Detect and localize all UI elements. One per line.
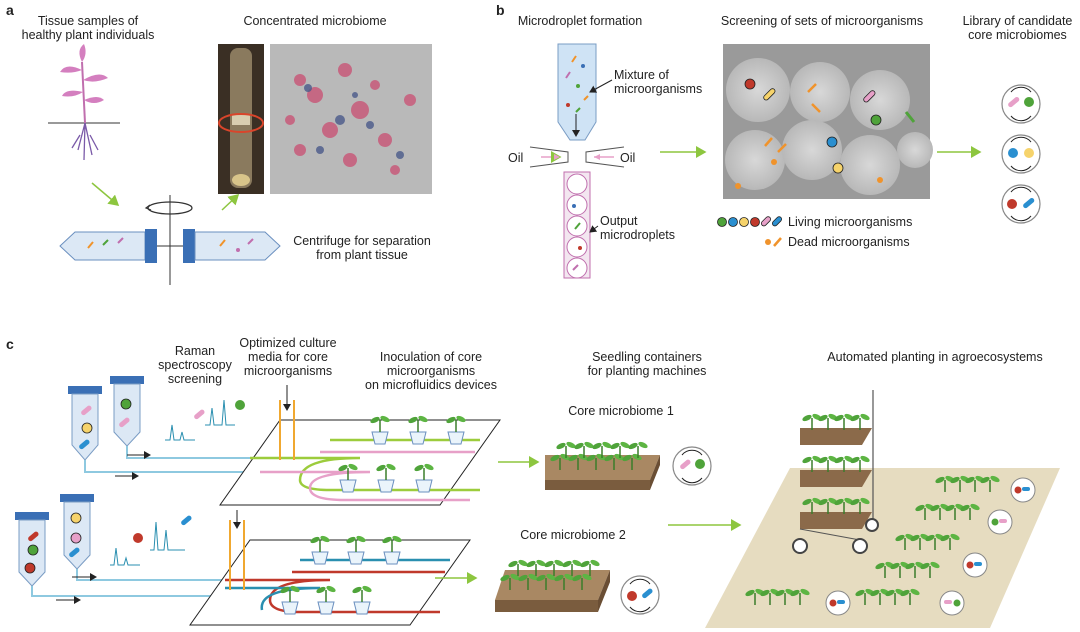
optimized-line3: microorganisms [243,364,333,378]
output-microdroplets-label: Output microdroplets [600,214,675,242]
automated-planting-title: Automated planting in agroecosystems [827,350,1043,364]
library-title-line2: core microbiomes [968,28,1067,42]
tissue-title-line1: Tissue samples of [37,14,139,28]
lower-microfluidics-workflow [15,494,471,626]
inoculation-label: Inoculation of core microorganisms on mi… [356,350,506,392]
mixture-line1: Mixture of [614,68,669,82]
library-title: Library of candidate core microbiomes [955,14,1080,42]
seedling-tray-2 [495,557,660,615]
tissue-samples-title: Tissue samples of healthy plant individu… [18,14,158,42]
centrifuge-illustration [59,195,281,285]
centrifuge-label-line2: from plant tissue [316,248,408,262]
inoculation-line2: microorganisms [386,364,476,378]
core-microbiome-2-label: Core microbiome 2 [520,528,626,542]
optimized-line2: media for core [248,350,328,364]
core-microbiome-library [1001,84,1041,224]
library-title-line1: Library of candidate [962,14,1073,28]
optimized-media-label: Optimized culture media for core microor… [236,336,340,378]
panel-label-a: a [6,2,14,18]
plant-illustration [48,44,120,161]
inoculation-line3: on microfluidics devices [365,378,497,392]
seedling-line2: for planting machines [587,364,707,378]
optimized-line1: Optimized culture [239,336,337,350]
seedling-containers-label: Seedling containers for planting machine… [572,350,722,378]
centrifuge-label-line1: Centrifuge for separation [293,234,431,248]
inoculation-line1: Inoculation of core [379,350,483,364]
seedling-line1: Seedling containers [592,350,702,364]
seedling-tray-1 [545,439,712,490]
panel-label-b: b [496,2,505,18]
mixture-line2: microorganisms [614,82,703,96]
concentrated-microbiome-title: Concentrated microbiome [243,14,387,28]
legend-dead-glyphs [765,237,782,247]
centrifuge-label: Centrifuge for separation from plant tis… [282,234,442,262]
panel-label-c: c [6,336,14,352]
screening-title: Screening of sets of microorganisms [720,14,924,28]
agroecosystem-field [705,390,1060,628]
legend-living-label: Living microorganisms [788,215,913,229]
microfluidic-chip [529,43,625,279]
oil-label-right: Oil [620,151,636,165]
legend-dead-label: Dead microorganisms [788,235,910,249]
microdroplet-formation-title: Microdroplet formation [517,14,643,28]
oil-label-left: Oil [508,151,524,165]
raman-line2: spectroscopy [158,358,232,372]
legend-living-glyphs [717,216,783,227]
tissue-title-line2: healthy plant individuals [21,28,155,42]
upper-microfluidics-workflow [68,376,501,506]
raman-line1: Raman [174,344,216,358]
output-line1: Output [600,214,638,228]
mixture-label: Mixture of microorganisms [614,68,702,96]
raman-line3: screening [167,372,223,386]
core-microbiome-1-label: Core microbiome 1 [568,404,674,418]
droplet-screening-photo [723,44,933,199]
raman-label: Raman spectroscopy screening [155,344,235,386]
output-line2: microdroplets [600,228,676,242]
